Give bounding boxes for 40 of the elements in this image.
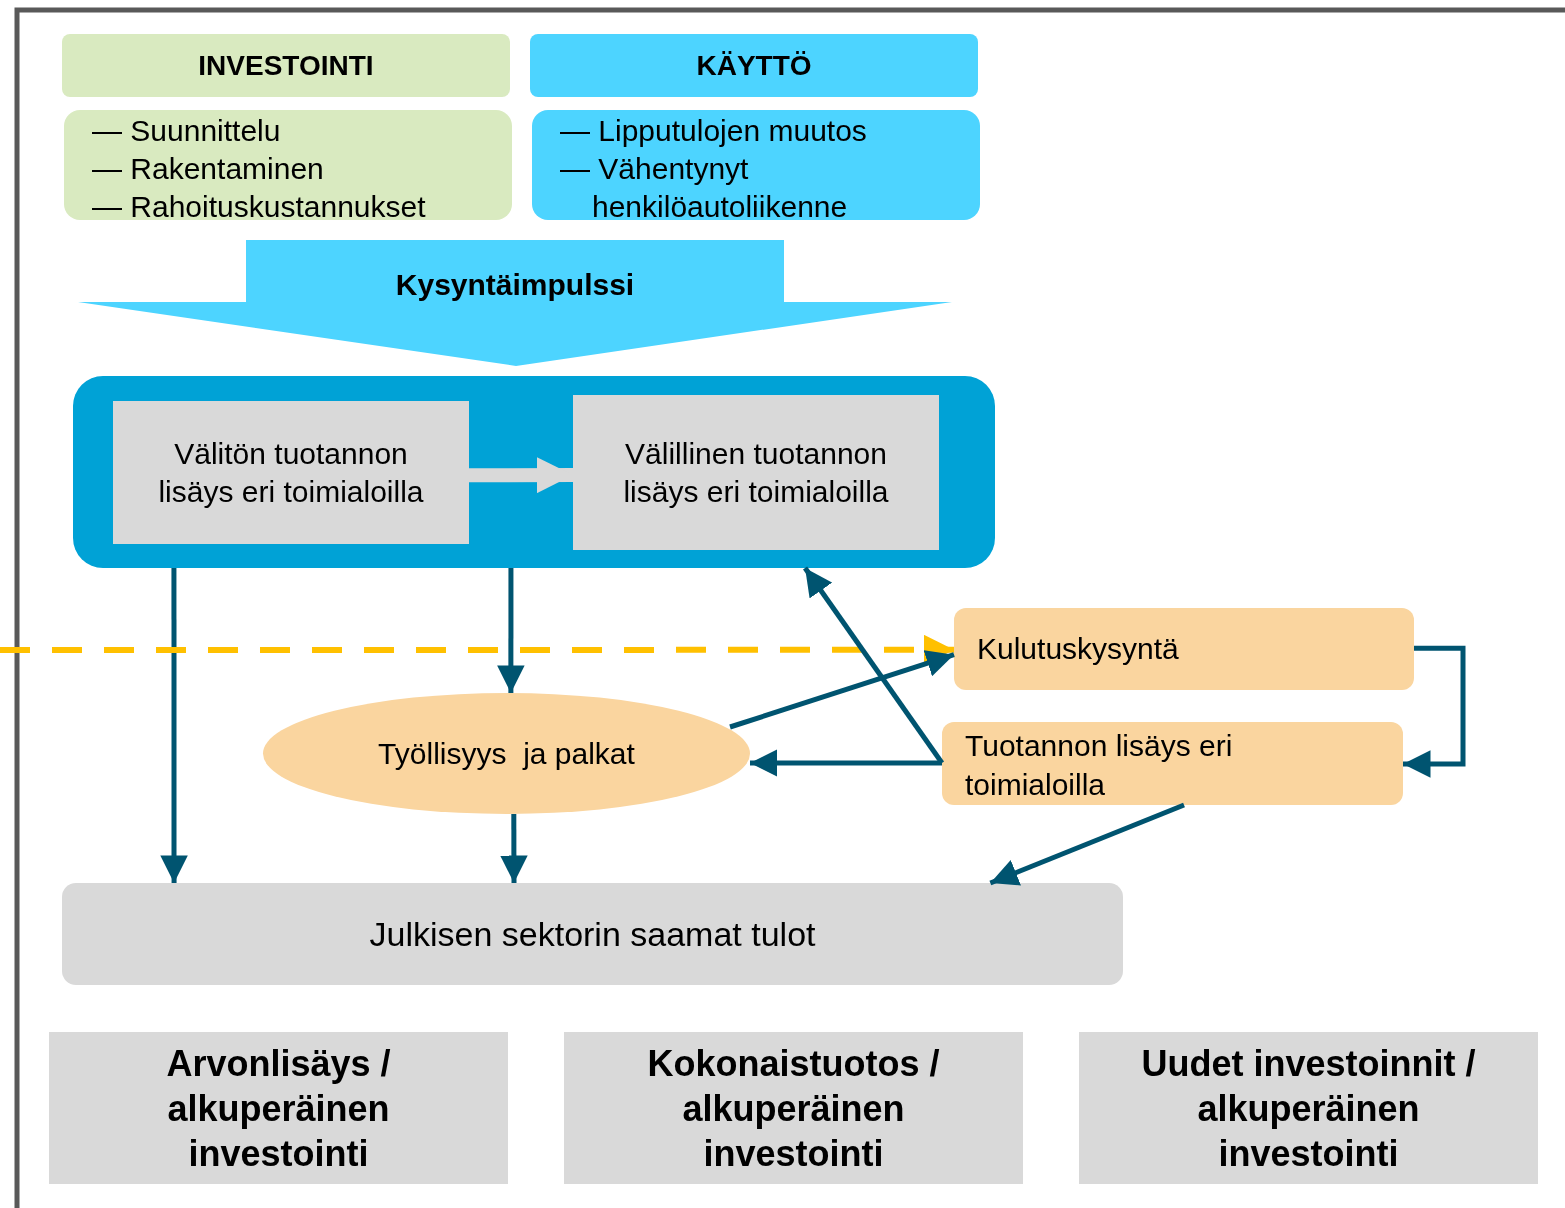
process-box [954, 608, 1414, 690]
list-box [532, 110, 980, 220]
list-box [64, 110, 512, 220]
arrow [1403, 645, 1466, 778]
ellipse-text: Työllisyys ja palkat [378, 736, 635, 771]
list-item: — Suunnittelu [92, 113, 282, 149]
arrow [803, 566, 945, 765]
box-text: Välillinen tuotannon lisäys eri toimialoilla [622, 435, 890, 510]
container-box [73, 376, 995, 568]
category-header [62, 34, 510, 97]
ratio-text: Kokonaistuotos / alkuperäinen investointi [646, 1041, 941, 1176]
bar-text: Julkisen sektorin saamat tulot [369, 914, 816, 954]
ratio-text: Arvonlisäys / alkuperäinen investointi [165, 1041, 392, 1176]
arrow [160, 568, 188, 883]
header-text: INVESTOINTI [198, 49, 374, 82]
dashed-arrow [0, 634, 954, 665]
process-box [113, 401, 469, 544]
header-text: KÄYTTÖ [696, 49, 812, 82]
list-item: — Lipputulojen muutos [560, 113, 868, 149]
arrow [497, 568, 525, 693]
arrow [750, 749, 942, 777]
list-item: — Rakentaminen [92, 151, 325, 187]
result-bar [62, 883, 1123, 985]
process-box [942, 722, 1403, 805]
list-item: — Rahoituskustannukset [92, 189, 427, 225]
box-text: Tuotannon lisäys eri toimialoilla [965, 728, 1234, 803]
arrow [729, 650, 955, 730]
list-item: — Vähentynyt henkilöautoliikenne [560, 151, 849, 225]
arrow [468, 456, 574, 494]
arrow-label: Kysyntäimpulssi [395, 268, 635, 302]
box-text: Välitön tuotannon lisäys eri toimialoilla [157, 435, 425, 510]
category-header [530, 34, 978, 97]
ratio-box [564, 1032, 1023, 1184]
arrow [989, 802, 1185, 886]
box-text: Kulutuskysyntä [977, 632, 1179, 666]
arrow [500, 814, 528, 883]
ratio-text: Uudet investoinnit / alkuperäinen investointi [1140, 1041, 1477, 1176]
ratio-box [49, 1032, 508, 1184]
process-box [573, 395, 939, 550]
ratio-box [1079, 1032, 1538, 1184]
